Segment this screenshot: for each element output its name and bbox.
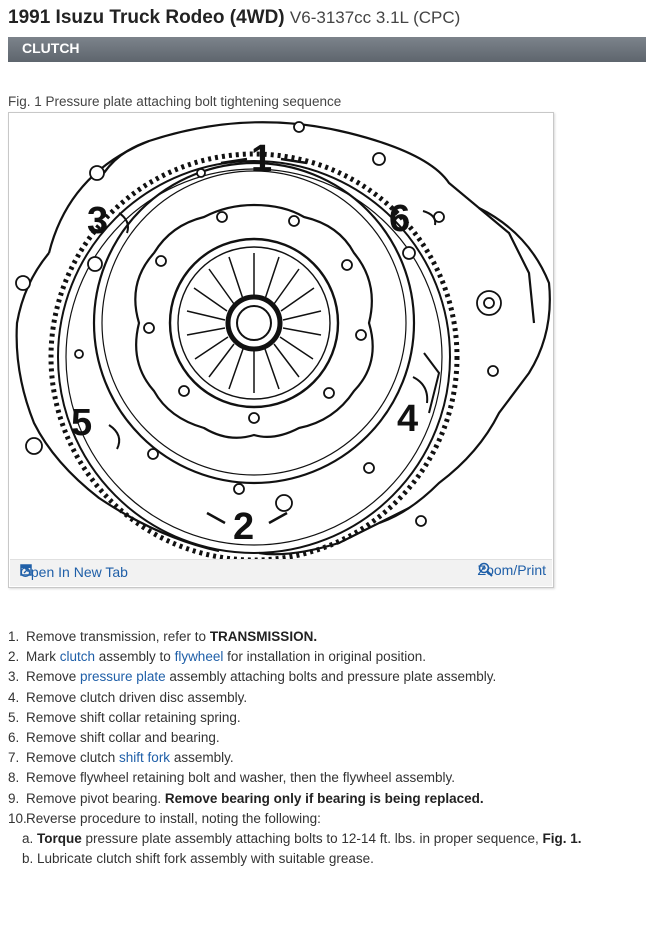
step-item: 1.Remove transmission, refer to TRANSMIS… — [8, 629, 318, 644]
page-title: 1991 Isuzu Truck Rodeo (4WD) V6-3137cc 3… — [8, 6, 646, 34]
figure-toolbar: Open In New Tab Zoom/Print — [10, 559, 552, 586]
flywheel-link[interactable]: flywheel — [174, 649, 224, 665]
procedure-steps: 1.Remove transmission, refer to TRANSMIS… — [8, 627, 644, 869]
figure-caption: Fig. 1 Pressure plate attaching bolt tig… — [8, 94, 342, 109]
step-item: 3.Remove pressure plate assembly attachi… — [8, 669, 497, 685]
step-item: 9.Remove pivot bearing. Remove bearing o… — [8, 790, 484, 806]
open-in-new-tab-label: Open In New Tab — [20, 564, 128, 580]
step-item: 7.Remove clutch shift fork assembly. — [8, 750, 234, 766]
sequence-label-6: 6 — [389, 198, 410, 240]
clutch-link[interactable]: clutch — [59, 649, 96, 665]
external-window-icon — [20, 564, 32, 576]
section-header: CLUTCH — [8, 37, 646, 62]
substep-item: b. Lubricate clutch shift fork assembly … — [22, 851, 374, 867]
figure-container[interactable]: 1 2 3 4 5 6 Open In New Tab — [8, 112, 554, 588]
section-label: CLUTCH — [22, 40, 80, 56]
clutch-diagram: 1 2 3 4 5 6 — [15, 121, 551, 561]
sequence-label-5: 5 — [71, 402, 92, 444]
magnifier-icon — [478, 562, 493, 577]
sequence-label-4: 4 — [397, 398, 418, 440]
engine-subtitle: V6-3137cc 3.1L (CPC) — [289, 8, 461, 27]
step-item: 6.Remove shift collar and bearing. — [8, 730, 220, 746]
step-item: 4.Remove clutch driven disc assembly. — [8, 689, 248, 705]
substep-item: a. Torque pressure plate assembly attach… — [22, 831, 582, 847]
step-item: 8.Remove flywheel retaining bolt and was… — [8, 770, 455, 786]
sequence-label-2: 2 — [233, 506, 254, 548]
shift-fork-link[interactable]: shift fork — [119, 750, 171, 766]
step-item: 5.Remove shift collar retaining spring. — [8, 709, 241, 725]
sequence-label-1: 1 — [251, 138, 272, 180]
pressure-plate-link[interactable]: pressure plate — [80, 669, 166, 685]
step-item: 2.Mark clutch assembly to flywheel for i… — [8, 649, 426, 665]
step-item: 10.Reverse procedure to install, noting … — [8, 810, 321, 826]
sequence-label-3: 3 — [87, 200, 108, 242]
open-in-new-tab-link[interactable]: Open In New Tab — [20, 564, 128, 580]
zoom-print-label: Zoom/Print — [477, 562, 546, 578]
vehicle-title: 1991 Isuzu Truck Rodeo (4WD) — [8, 7, 285, 28]
zoom-print-link[interactable]: Zoom/Print — [478, 562, 546, 578]
